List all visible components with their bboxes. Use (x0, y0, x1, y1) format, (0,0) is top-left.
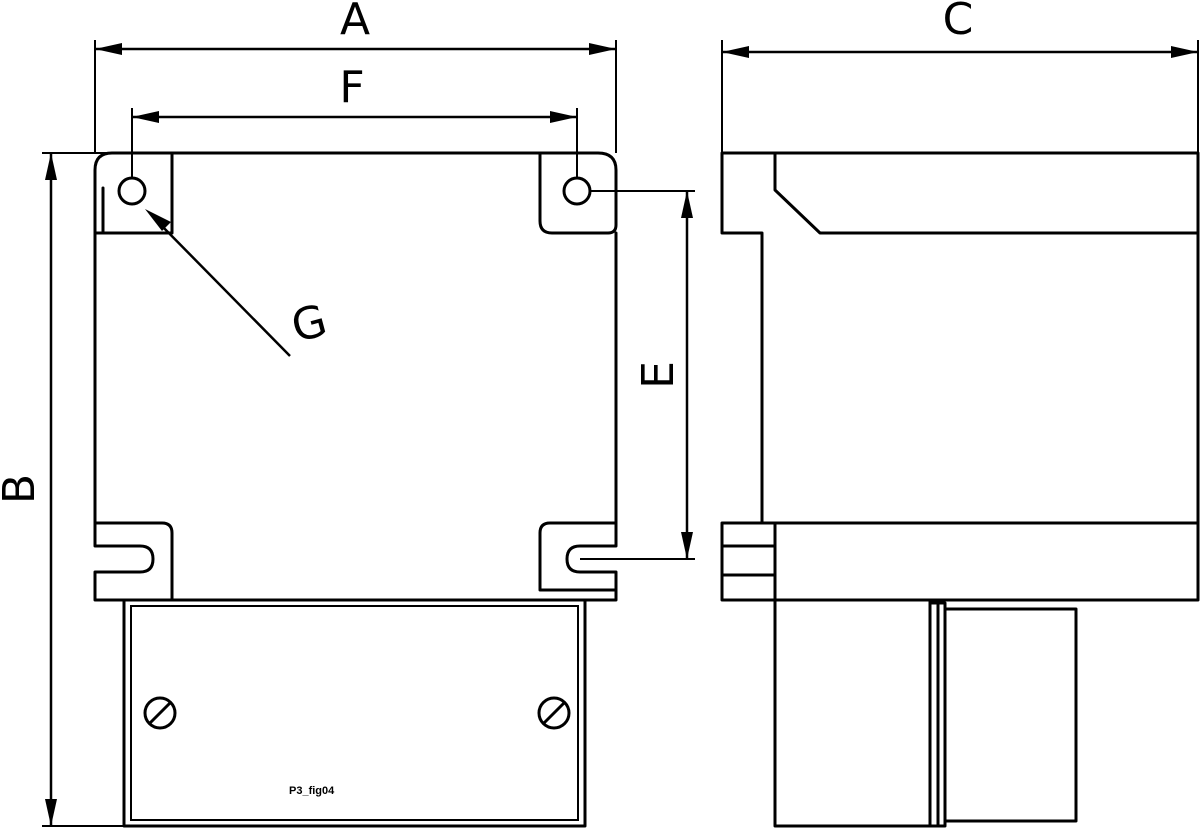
terminal-cover-inner (130, 605, 579, 821)
dimensions (42, 40, 1199, 827)
label-e: E (633, 361, 684, 389)
arrowhead (589, 43, 616, 55)
side-terminal-cover (773, 598, 932, 828)
terminal-cover-outer (122, 598, 587, 828)
leader-line-g (157, 221, 291, 357)
arrowhead (132, 111, 159, 123)
label-c: C (943, 0, 974, 45)
figure-caption: P3_fig04 (289, 785, 335, 797)
screw-left (143, 696, 177, 730)
mounting-hole-top-right (562, 176, 592, 206)
side-view (720, 151, 1200, 828)
label-g: G (286, 295, 332, 353)
arrowhead (145, 209, 171, 231)
label-b: B (0, 474, 45, 504)
top-left-ear (93, 151, 174, 235)
front-body-outline (93, 151, 618, 602)
arrowhead (722, 46, 749, 58)
label-f: F (339, 62, 364, 113)
label-a: A (340, 0, 370, 45)
mounting-hole-top-left (117, 176, 147, 206)
arrowhead (95, 43, 122, 55)
side-cable-gland-flange (928, 601, 947, 828)
arrowhead (45, 799, 57, 826)
arrowhead (681, 532, 693, 559)
side-body-outline (720, 151, 1200, 602)
labels: A F C B E G (0, 0, 973, 504)
side-cable-gland-body (943, 607, 1078, 823)
side-top-chamfer (773, 151, 1200, 235)
arrowhead (45, 153, 57, 180)
screw-right (537, 696, 571, 730)
arrowhead (681, 191, 693, 218)
front-view: P3_fig04 (93, 151, 618, 828)
arrowhead (550, 111, 577, 123)
side-lower-ear (720, 521, 777, 602)
arrowhead (1171, 46, 1198, 58)
